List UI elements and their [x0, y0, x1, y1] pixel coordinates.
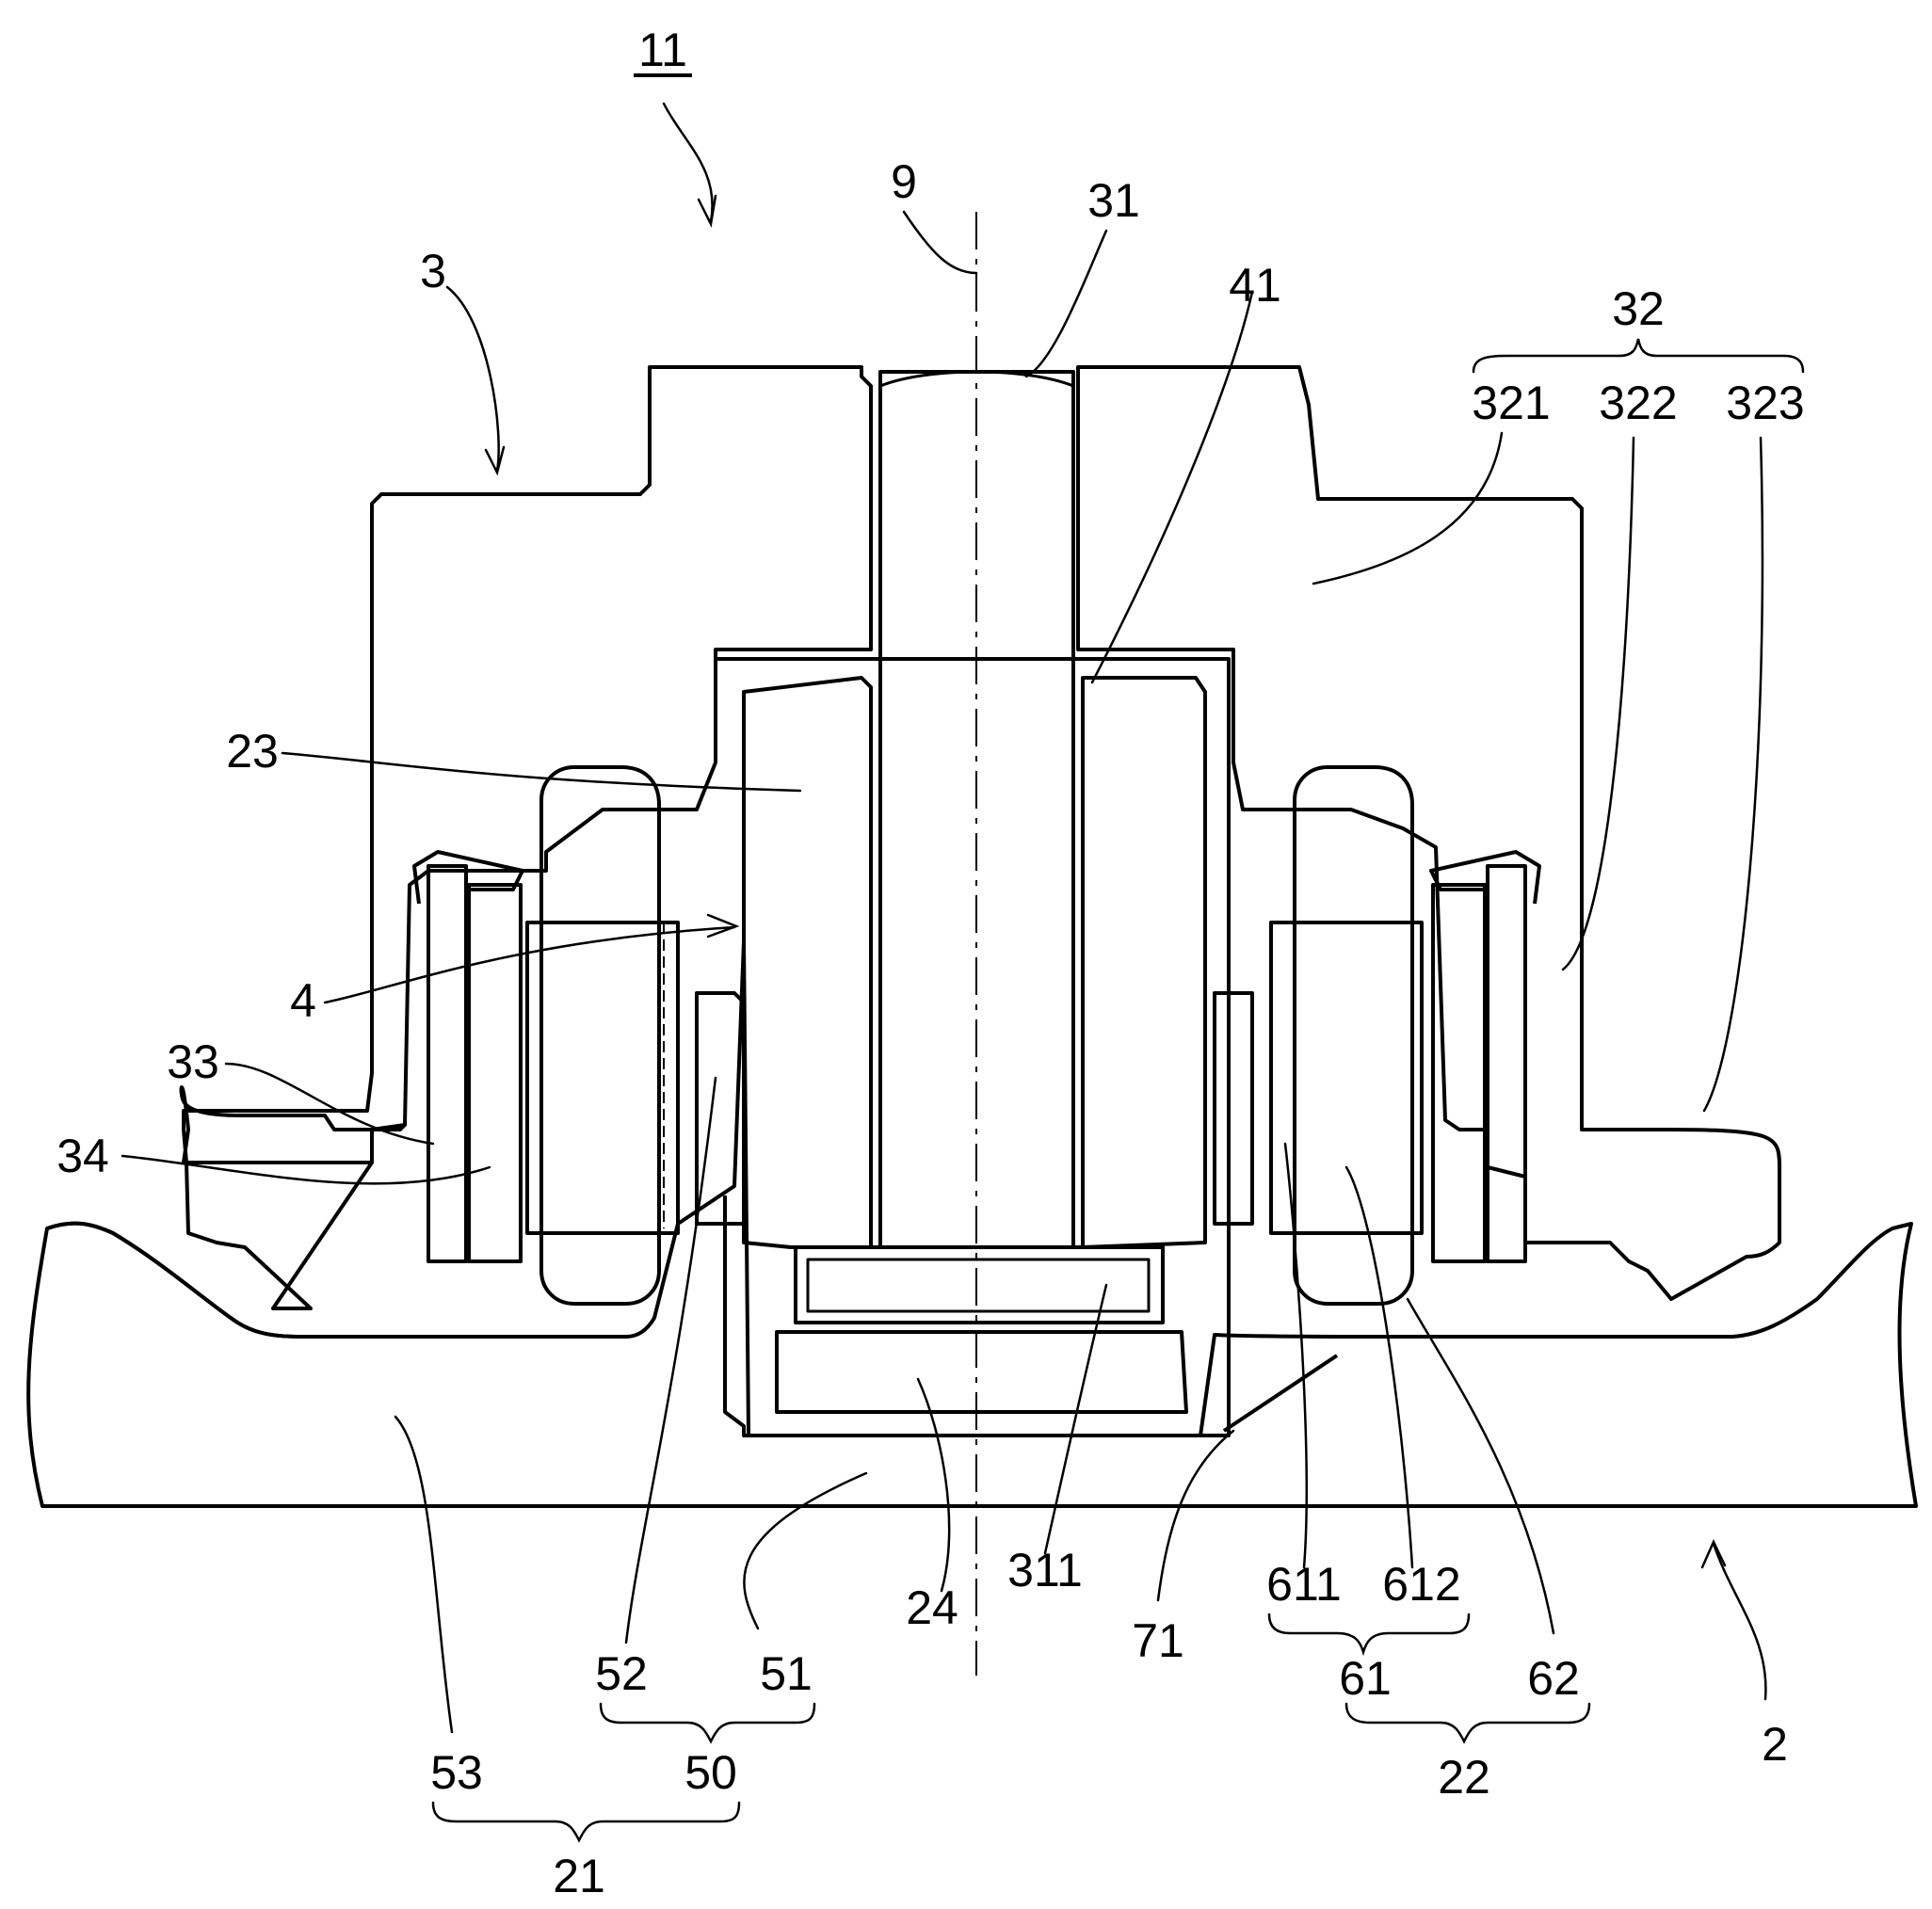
- label-62: 62: [1527, 1652, 1580, 1705]
- label-50: 50: [684, 1746, 737, 1799]
- leader-51: [744, 1473, 866, 1628]
- arrowhead-4: [708, 915, 736, 937]
- label-322: 322: [1599, 377, 1677, 429]
- brace-50: [601, 1704, 814, 1741]
- label-34: 34: [56, 1130, 109, 1182]
- housing-cup: [716, 659, 1229, 1436]
- arrowhead-3: [486, 447, 504, 473]
- stator-core-left-outline: [541, 767, 659, 1304]
- label-311: 311: [1007, 1544, 1083, 1596]
- label-321: 321: [1472, 377, 1550, 429]
- label-612: 612: [1382, 1558, 1460, 1611]
- label-32: 32: [1612, 282, 1665, 335]
- stator-core-right-outline: [1295, 767, 1412, 1304]
- brace-21: [433, 1803, 739, 1840]
- leader-311: [1045, 1285, 1106, 1553]
- leader-33: [226, 1064, 433, 1144]
- brace-61: [1269, 1614, 1469, 1652]
- coil-left: [527, 922, 678, 1233]
- title-number: 11: [638, 24, 687, 76]
- label-21: 21: [553, 1850, 605, 1902]
- leader-52: [626, 1078, 716, 1643]
- leader-31: [1026, 231, 1106, 377]
- inner-rib-right: [1215, 993, 1252, 1224]
- label-323: 323: [1726, 377, 1804, 429]
- label-41: 41: [1229, 259, 1281, 312]
- rotor-hub-right: [1078, 367, 1779, 1299]
- label-3: 3: [420, 245, 446, 297]
- leader-322: [1563, 438, 1634, 970]
- leader-2: [1714, 1544, 1765, 1699]
- leader-71: [1158, 1431, 1233, 1600]
- label-33: 33: [167, 1035, 219, 1088]
- leader-23: [282, 753, 800, 791]
- label-22: 22: [1438, 1751, 1490, 1804]
- yoke-left: [469, 885, 521, 1261]
- base-top-left-profile: [47, 1224, 626, 1337]
- leader-11: [664, 104, 713, 221]
- leader-34: [122, 1156, 490, 1183]
- leader-3: [447, 287, 499, 471]
- magnet-left: [428, 866, 466, 1261]
- label-71: 71: [1132, 1614, 1184, 1667]
- sleeve-right: [1083, 678, 1205, 1247]
- leader-4: [325, 927, 734, 1003]
- sleeve-left: [744, 678, 871, 1247]
- label-52: 52: [595, 1647, 648, 1700]
- label-9: 9: [891, 155, 917, 208]
- label-23: 23: [226, 725, 279, 778]
- thrust-flange-inner: [808, 1259, 1149, 1311]
- brace-32: [1473, 339, 1803, 372]
- brace-22: [1346, 1704, 1589, 1741]
- label-53: 53: [430, 1746, 483, 1799]
- label-31: 31: [1087, 174, 1140, 227]
- label-61: 61: [1339, 1652, 1392, 1705]
- label-2: 2: [1762, 1718, 1788, 1771]
- label-4: 4: [290, 974, 316, 1027]
- leader-9: [904, 212, 976, 273]
- leader-323: [1704, 438, 1763, 1111]
- gap-wedge: [1224, 1356, 1337, 1431]
- label-24: 24: [906, 1581, 958, 1634]
- leader-53: [395, 1417, 452, 1732]
- thrust-plate: [777, 1332, 1186, 1412]
- magnet-right: [1488, 866, 1525, 1261]
- leader-41: [1092, 292, 1252, 682]
- label-611: 611: [1266, 1558, 1342, 1611]
- label-51: 51: [760, 1647, 813, 1700]
- leader-321: [1313, 433, 1502, 584]
